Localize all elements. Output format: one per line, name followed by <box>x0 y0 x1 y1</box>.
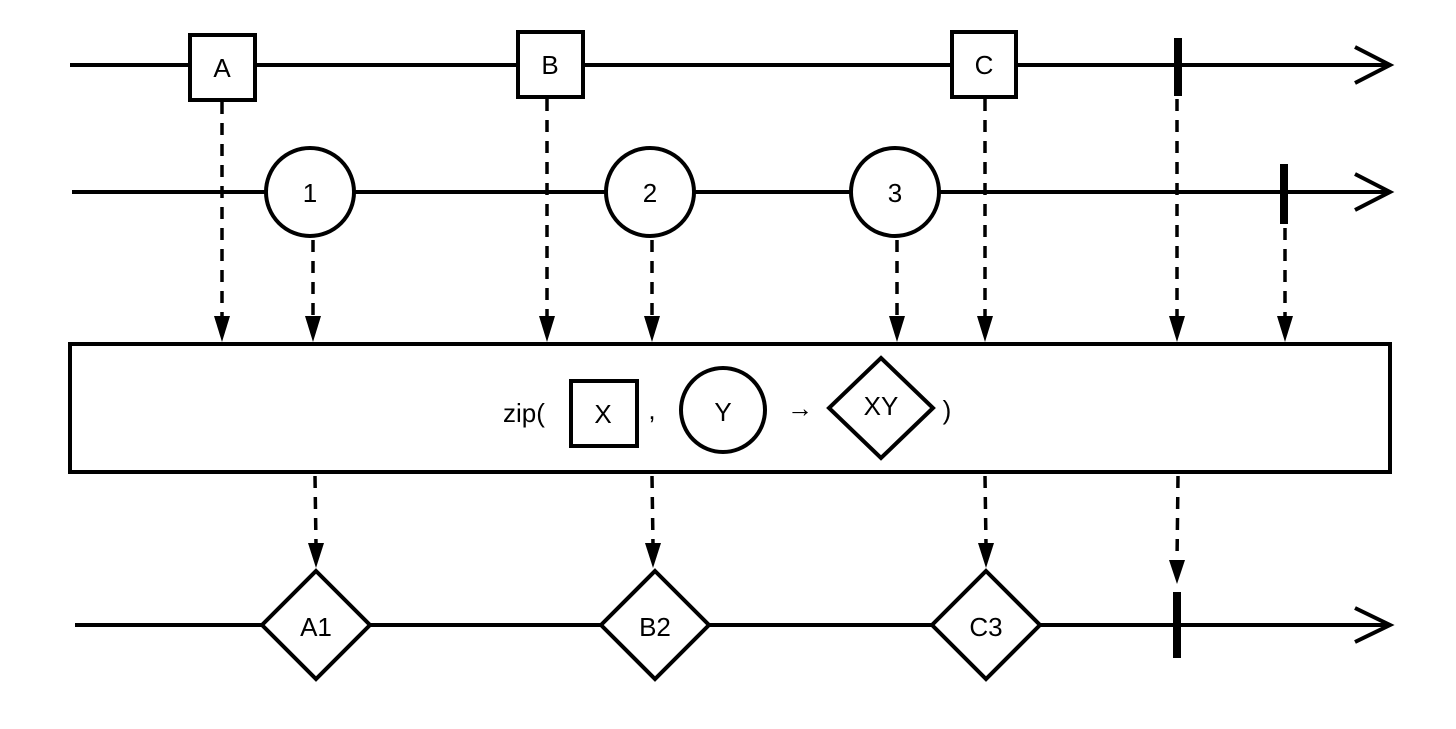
arrowhead-icon <box>1354 45 1395 85</box>
source-b-timeline: 1 2 3 <box>72 146 1395 238</box>
legend-square <box>569 379 639 448</box>
marble-2: 2 <box>604 146 696 238</box>
zip-operator-box: zip( X , Y → XY ) <box>68 342 1392 474</box>
operator-arrow: → <box>787 393 813 423</box>
output-arrows <box>308 475 1185 584</box>
legend-x-label: X <box>594 399 611 429</box>
marble-1: 1 <box>264 146 356 238</box>
marble-label: B <box>541 50 558 80</box>
input-arrows <box>214 99 1293 342</box>
marble-label: B2 <box>639 612 671 642</box>
marble-label: A <box>213 53 231 83</box>
marble-b: B <box>516 30 585 99</box>
marble-label: 3 <box>888 178 902 208</box>
marble-label: C3 <box>969 612 1002 642</box>
marble-3: 3 <box>849 146 941 238</box>
marble-c3: C3 <box>929 568 1043 682</box>
legend-xy-label: XY <box>864 391 899 421</box>
marble-a: A <box>188 33 257 102</box>
marble-label: 1 <box>303 178 317 208</box>
marble-c: C <box>950 30 1018 99</box>
marble-a1: A1 <box>259 568 373 682</box>
arrowhead-icon <box>1354 172 1395 212</box>
operator-prefix: zip( <box>503 398 545 428</box>
legend-circle <box>679 366 767 454</box>
legend-diamond <box>826 355 936 461</box>
marble-label: 2 <box>643 178 657 208</box>
legend-y-label: Y <box>714 397 731 427</box>
marble-label: C <box>975 50 994 80</box>
marble-b2: B2 <box>598 568 712 682</box>
operator-comma: , <box>648 395 655 425</box>
marble-label: A1 <box>300 612 332 642</box>
operator-suffix: ) <box>943 395 952 425</box>
source-a-timeline: A B C <box>70 30 1395 102</box>
output-timeline: A1 B2 C3 <box>75 568 1395 682</box>
arrowhead-icon <box>1354 606 1395 644</box>
